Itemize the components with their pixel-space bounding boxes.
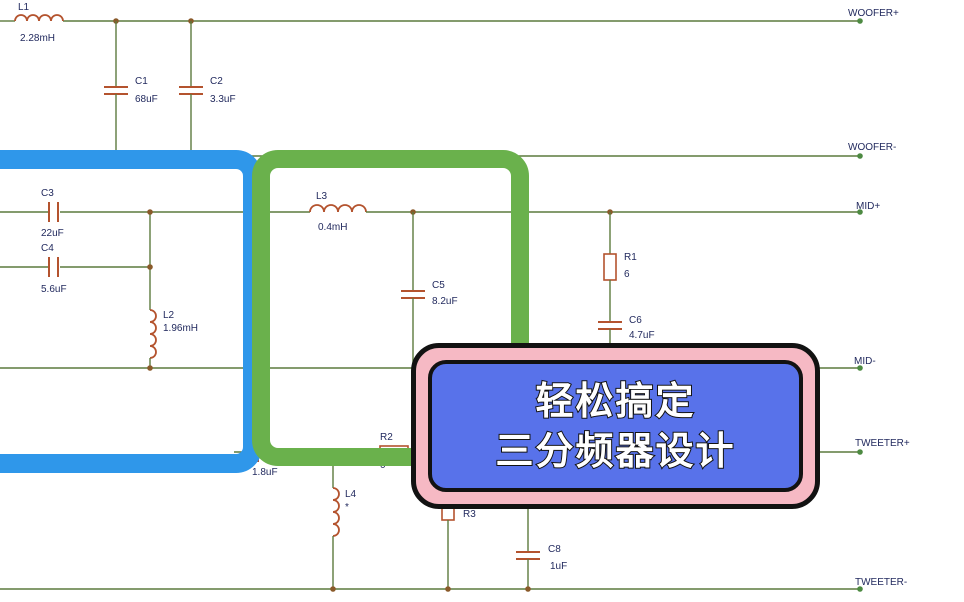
l1-value: 2.28mH: [20, 33, 55, 44]
c3-value: 22uF: [41, 228, 64, 239]
capacitor-c8: C8 1uF: [516, 500, 567, 589]
resistor-r3: R3: [441, 500, 476, 589]
l3-ref: L3: [316, 191, 328, 202]
tweeter-neg-terminal: [857, 586, 863, 592]
l4-ref: L4: [345, 489, 357, 500]
c6-ref: C6: [629, 315, 642, 326]
woofer-pos-terminal: [857, 18, 863, 24]
title-line-2: 三分频器设计: [494, 428, 736, 474]
title-badge-inner: 轻松搞定 三分频器设计: [428, 360, 803, 492]
c8-value: 1uF: [550, 561, 567, 572]
r1-value: 6: [624, 269, 630, 280]
l1-ref: L1: [18, 2, 30, 13]
mid-section: C3 22uF C4 5.6uF L2 1.96mH L3 0.4mH: [0, 188, 880, 371]
l2-ref: L2: [163, 310, 175, 321]
c4-value: 5.6uF: [41, 284, 67, 295]
mid-pos-terminal: [857, 209, 863, 215]
title-line-1: 轻松搞定: [534, 378, 696, 424]
c5-value: 8.2uF: [432, 296, 458, 307]
mid-pos-label: MID+: [856, 201, 880, 212]
c3-ref: C3: [41, 188, 54, 199]
c2-ref: C2: [210, 76, 223, 87]
resistor-r1: R1 6: [603, 212, 637, 322]
r2-ref: R2: [380, 432, 393, 443]
c2-value: 3.3uF: [210, 94, 236, 105]
title-badge: 轻松搞定 三分频器设计: [411, 343, 820, 509]
c6-value: 4.7uF: [629, 330, 655, 341]
inductor-l1: L1 2.28mH: [14, 2, 64, 44]
r1-ref: R1: [624, 252, 637, 263]
r3-ref: R3: [463, 509, 476, 520]
woofer-pos-label: WOOFER+: [848, 8, 899, 19]
c4-ref: C4: [41, 243, 54, 254]
capacitor-c1: C1 68uF: [104, 21, 158, 152]
l4-value: *: [345, 502, 349, 513]
woofer-neg-label: WOOFER-: [848, 142, 896, 153]
inductor-l3: L3 0.4mH: [309, 191, 367, 233]
highlight-box-left: [0, 150, 262, 473]
c5-ref: C5: [432, 280, 445, 291]
c1-value: 68uF: [135, 94, 158, 105]
mid-neg-terminal: [857, 365, 863, 371]
woofer-neg-terminal: [857, 153, 863, 159]
c8-ref: C8: [548, 544, 561, 555]
c7-value: 1.8uF: [252, 467, 278, 478]
l2-value: 1.96mH: [163, 323, 198, 334]
l3-value: 0.4mH: [318, 222, 347, 233]
c1-ref: C1: [135, 76, 148, 87]
capacitor-c4: C4 5.6uF: [41, 243, 67, 295]
tweeter-pos-terminal: [857, 449, 863, 455]
capacitor-c3: C3 22uF: [41, 188, 64, 239]
mid-neg-label: MID-: [854, 356, 876, 367]
woofer-section: L1 2.28mH WOOFER+ C1 68uF C2 3.3uF WOOFE…: [0, 2, 899, 159]
tweeter-pos-label: TWEETER+: [855, 438, 910, 449]
capacitor-c6: C6 4.7uF: [598, 315, 655, 345]
capacitor-c5: C5 8.2uF: [401, 212, 458, 368]
inductor-l4: L4 *: [332, 452, 357, 589]
capacitor-c2: C2 3.3uF: [179, 21, 236, 152]
tweeter-neg-label: TWEETER-: [855, 577, 907, 588]
